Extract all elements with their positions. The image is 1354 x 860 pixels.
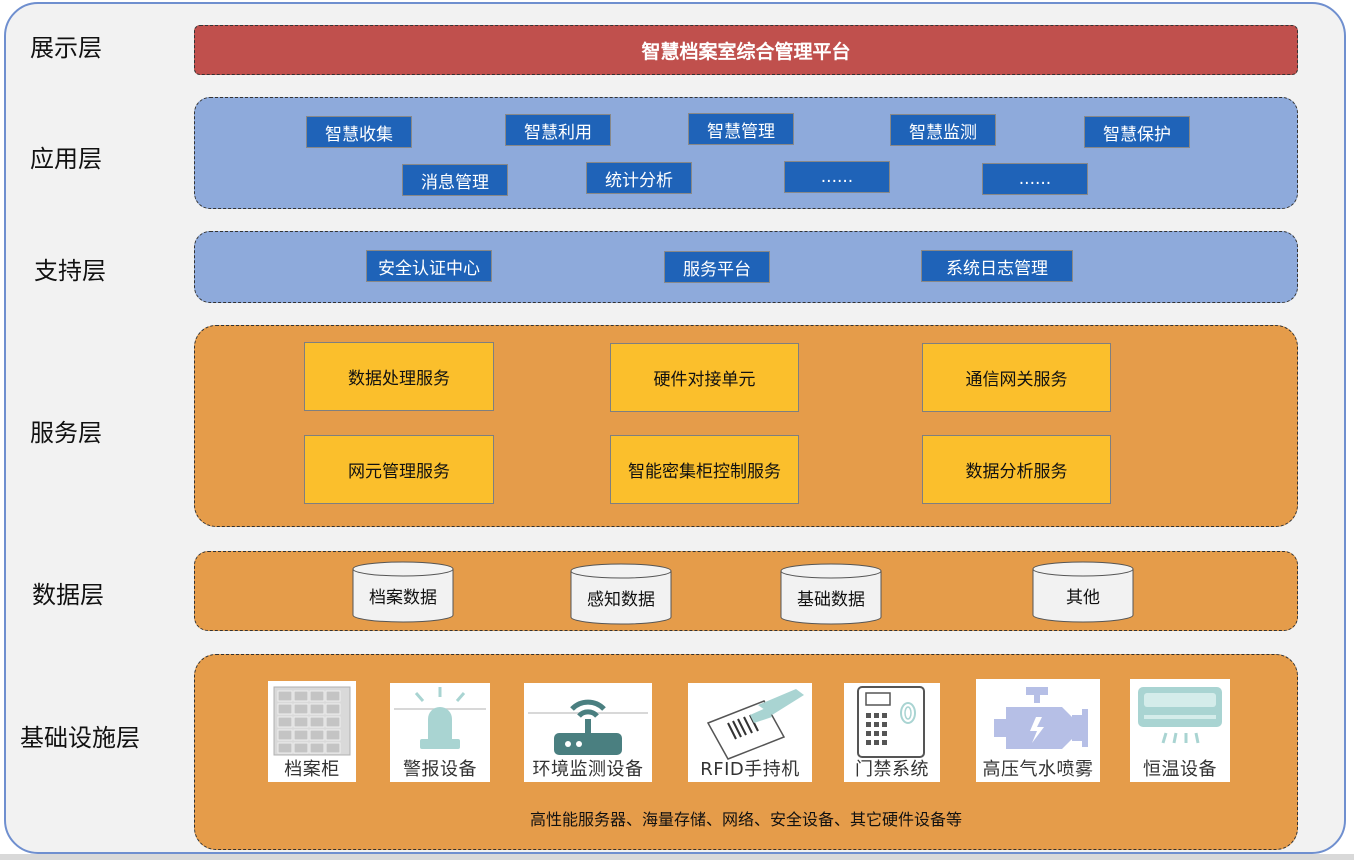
layer-label-application: 应用层: [30, 145, 102, 173]
database-cylinder-icon: [1032, 561, 1134, 623]
device-label: 高压气水喷雾: [982, 759, 1094, 780]
device-label: 恒温设备: [1143, 759, 1217, 780]
service-box-network-element: 网元管理服务: [304, 435, 494, 504]
device-label: 门禁系统: [855, 759, 929, 780]
support-box-security-auth: 安全认证中心: [366, 250, 492, 282]
database-label: 感知数据: [587, 590, 655, 610]
device-label: 档案柜: [284, 759, 340, 780]
app-box-smart-utilization: 智慧利用: [505, 114, 611, 146]
app-box-smart-protection: 智慧保护: [1084, 116, 1190, 148]
archive-cabinet-icon: [273, 686, 351, 756]
service-box-compact-shelving: 智能密集柜控制服务: [610, 435, 799, 504]
database-cylinder-icon: [780, 563, 882, 625]
database-sensing-data: 感知数据: [570, 563, 672, 625]
air-conditioner-icon: [1138, 687, 1222, 744]
database-archive-data: 档案数据: [352, 561, 454, 623]
infrastructure-footnote: 高性能服务器、海量存储、网络、安全设备、其它硬件设备等: [529, 810, 962, 829]
database-basic-data: 基础数据: [780, 563, 882, 625]
device-environment-monitor: 环境监测设备: [524, 683, 652, 782]
service-box-hardware-docking: 硬件对接单元: [610, 343, 799, 412]
database-cylinder-icon: [352, 561, 454, 623]
device-rfid-handheld: RFID手持机: [688, 683, 812, 782]
wifi-router-icon: [528, 699, 648, 755]
device-label: 警报设备: [403, 759, 477, 780]
layer-label-support: 支持层: [34, 257, 106, 285]
device-archive-cabinet: 档案柜: [268, 681, 356, 782]
service-box-data-processing: 数据处理服务: [304, 342, 494, 411]
app-box-statistics-analysis: 统计分析: [586, 162, 692, 194]
rfid-scanner-icon: [706, 689, 804, 760]
app-box-message-management: 消息管理: [402, 164, 508, 196]
engine-sprayer-icon: [994, 687, 1088, 749]
device-access-control: 门禁系统: [844, 683, 940, 782]
layer-label-display: 展示层: [30, 34, 102, 62]
app-box-smart-monitoring: 智慧监测: [890, 114, 996, 146]
support-box-system-log: 系统日志管理: [921, 250, 1073, 282]
database-label: 基础数据: [797, 590, 865, 610]
device-label: RFID手持机: [700, 759, 800, 780]
device-label: 环境监测设备: [532, 759, 644, 780]
app-box-more-1: ......: [784, 161, 890, 193]
database-label: 档案数据: [369, 588, 437, 608]
layer-label-infrastructure: 基础设施层: [20, 724, 140, 752]
alarm-light-icon: [394, 687, 486, 749]
layer-label-service: 服务层: [30, 419, 102, 447]
layer-label-data: 数据层: [32, 581, 104, 609]
service-box-data-analysis: 数据分析服务: [922, 435, 1111, 504]
service-box-gateway: 通信网关服务: [922, 343, 1111, 412]
app-box-smart-collection: 智慧收集: [306, 116, 412, 148]
database-other: 其他: [1032, 561, 1134, 623]
database-label: 其他: [1066, 588, 1100, 608]
app-box-more-2: ......: [982, 163, 1088, 195]
platform-title: 智慧档案室综合管理平台: [641, 40, 851, 63]
support-box-service-platform: 服务平台: [664, 251, 770, 283]
bottom-strip: [0, 854, 1354, 860]
device-sprayer: 高压气水喷雾: [976, 679, 1100, 782]
device-alarm: 警报设备: [390, 683, 490, 782]
access-control-icon: [857, 686, 925, 758]
display-band: 智慧档案室综合管理平台: [194, 25, 1298, 75]
app-box-smart-management: 智慧管理: [688, 113, 794, 145]
device-thermostat: 恒温设备: [1130, 679, 1230, 782]
database-cylinder-icon: [570, 563, 672, 625]
